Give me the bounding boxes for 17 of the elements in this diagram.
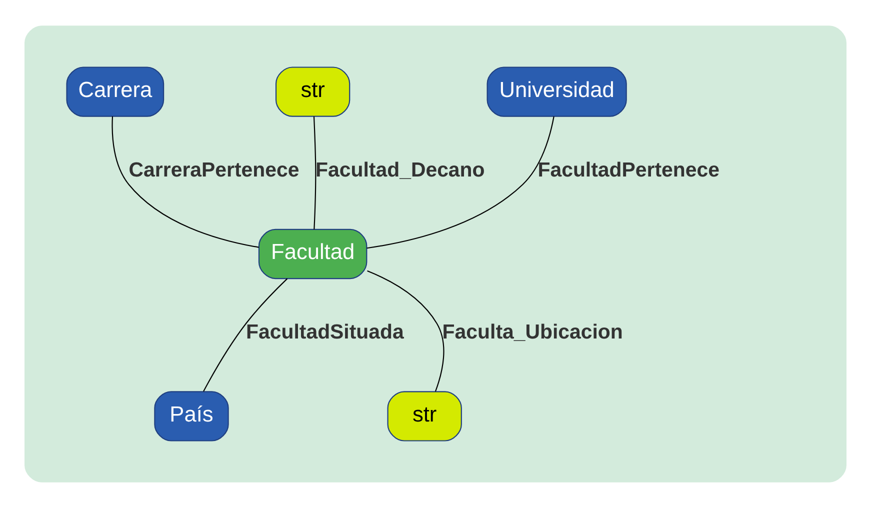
connector: [203, 278, 288, 392]
edge-label: FacultadPertenece: [538, 158, 720, 181]
edge-label: Faculta_Ubicacion: [442, 320, 623, 344]
node-box: Carrera: [66, 66, 164, 116]
connector: [367, 270, 444, 392]
connector: [366, 116, 554, 248]
edge-label: Facultad_Decano: [316, 158, 485, 181]
cluster: [24, 25, 846, 482]
node-box: País: [154, 390, 229, 441]
edge-label: FacultadSituada: [246, 320, 404, 344]
node-box: Universidad: [486, 66, 627, 116]
node-box: Facultad: [258, 228, 368, 279]
node-box: str: [275, 66, 350, 116]
connector: [313, 116, 316, 229]
edge-label: CarreraPertenece: [128, 158, 300, 181]
connector: [112, 116, 259, 248]
node-box: str: [387, 390, 462, 441]
